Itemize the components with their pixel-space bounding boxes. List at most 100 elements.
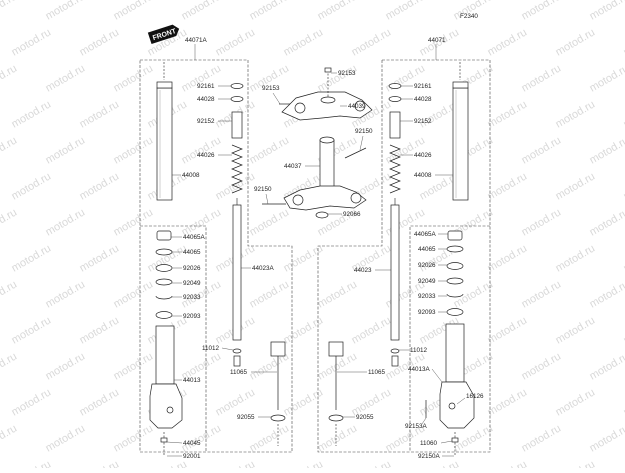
watermark-text: motod.ru — [44, 422, 88, 454]
watermark-text: motod.ru — [248, 134, 292, 166]
label-92026-right: 92026 — [418, 262, 436, 269]
watermark-text: motod.ru — [282, 458, 326, 468]
watermark-text: motod.ru — [452, 278, 496, 310]
label-44065-left: 44065 — [183, 249, 201, 256]
watermark-text: motod.ru — [44, 62, 88, 94]
label-92150-left: 92150 — [254, 186, 272, 193]
watermark-text: motod.ru — [520, 278, 564, 310]
watermark-text: motod.ru — [44, 206, 88, 238]
watermark-text: motod.ru — [180, 422, 224, 454]
label-92049-right: 92049 — [418, 278, 436, 285]
watermark-text: motod.ru — [0, 206, 19, 238]
label-44028-right: 44028 — [414, 96, 432, 103]
watermark-text: motod.ru — [622, 170, 625, 202]
watermark-text: motod.ru — [78, 386, 122, 418]
label-44037: 44037 — [284, 163, 302, 170]
watermark-text: motod.ru — [588, 350, 625, 382]
watermark-text: motod.ru — [10, 26, 54, 58]
watermark-text: motod.ru — [214, 26, 258, 58]
watermark-text: motod.ru — [622, 386, 625, 418]
watermark-text: motod.ru — [588, 62, 625, 94]
label-11012-right: 11012 — [410, 347, 428, 354]
watermark-text: motod.ru — [0, 0, 19, 23]
label-92153-top: 92153 — [338, 70, 356, 77]
right-header-label: 44071 — [428, 37, 446, 44]
watermark-text: motod.ru — [350, 314, 394, 346]
watermark-text: motod.ru — [316, 62, 360, 94]
label-11012-left: 11012 — [202, 345, 220, 352]
watermark-text: motod.ru — [554, 458, 598, 468]
label-44013-left: 44013 — [183, 377, 201, 384]
watermark-text: motod.ru — [282, 26, 326, 58]
label-44008-left: 44008 — [182, 172, 200, 179]
watermark-text: motod.ru — [520, 0, 564, 23]
label-92001-left: 92001 — [183, 453, 201, 460]
watermark-text: motod.ru — [384, 134, 428, 166]
label-92150-right: 92150 — [355, 128, 373, 135]
left-header-label: 44071A — [185, 37, 208, 44]
watermark-text: motod.ru — [622, 98, 625, 130]
label-44026-left: 44026 — [197, 152, 215, 159]
watermark-text: motod.ru — [486, 98, 530, 130]
watermark-text: motod.ru — [486, 242, 530, 274]
watermark-text: motod.ru — [248, 0, 292, 23]
watermark-text: motod.ru — [282, 314, 326, 346]
watermark-text: motod.ru — [78, 98, 122, 130]
watermark-text: motod.ru — [10, 458, 54, 468]
label-92033-right: 92033 — [418, 293, 436, 300]
watermark-text: motod.ru — [384, 0, 428, 23]
label-92161-left: 92161 — [197, 83, 215, 90]
watermark-text: motod.ru — [112, 62, 156, 94]
watermark-text: motod.ru — [78, 458, 122, 468]
watermark-text: motod.ru — [486, 386, 530, 418]
watermark-text: motod.ru — [520, 134, 564, 166]
label-92055-left: 92055 — [237, 414, 255, 421]
watermark-text: motod.ru — [554, 98, 598, 130]
watermark-text: motod.ru — [282, 242, 326, 274]
label-92153A-right: 92153A — [405, 423, 428, 430]
watermark-text: motod.ru — [44, 134, 88, 166]
label-44045-left: 44045 — [183, 440, 201, 447]
label-92026-left: 92026 — [183, 265, 201, 272]
watermark-text: motod.ru — [486, 458, 530, 468]
watermark-text: motod.ru — [486, 26, 530, 58]
label-44028-left: 44028 — [197, 96, 215, 103]
label-92161-right: 92161 — [414, 83, 432, 90]
watermark-text: motod.ru — [554, 386, 598, 418]
watermark-text: motod.ru — [112, 134, 156, 166]
left-seal-stack — [156, 231, 172, 319]
watermark-text: motod.ru — [78, 170, 122, 202]
watermark-text: motod.ru — [78, 26, 122, 58]
label-92093-left: 92093 — [183, 313, 201, 320]
left-inner-tube — [157, 62, 172, 200]
watermark-text: motod.ru — [0, 62, 19, 94]
label-44008-right: 44008 — [414, 172, 432, 179]
watermark-text: motod.ru — [588, 0, 625, 23]
watermark-text: motod.ru — [0, 278, 19, 310]
watermark-text: motod.ru — [554, 26, 598, 58]
label-92033-left: 92033 — [183, 294, 201, 301]
watermark-text: motod.ru — [0, 350, 19, 382]
watermark-text: motod.ru — [78, 314, 122, 346]
left-outer-tube — [150, 326, 182, 455]
watermark-text: motod.ru — [520, 62, 564, 94]
watermark-text: motod.ru — [0, 422, 19, 454]
diagram-code: F2340 — [460, 13, 478, 20]
watermark-text: motod.ru — [112, 278, 156, 310]
watermark-text: motod.ru — [316, 278, 360, 310]
label-92153-side: 92153 — [262, 85, 280, 92]
watermark-text: motod.ru — [316, 0, 360, 23]
watermark-text: motod.ru — [520, 206, 564, 238]
watermark-text: motod.ru — [10, 170, 54, 202]
watermark-text: motod.ru — [112, 422, 156, 454]
watermark-text: motod.ru — [248, 422, 292, 454]
watermark-text: motod.ru — [282, 386, 326, 418]
watermark-text: motod.ru — [112, 350, 156, 382]
label-11065-right: 11065 — [368, 369, 386, 376]
label-44039: 44039 — [348, 103, 366, 110]
watermark-text: motod.ru — [316, 422, 360, 454]
label-44013A-right: 44013A — [408, 366, 431, 373]
watermark-text: motod.ru — [78, 242, 122, 274]
label-11065-left: 11065 — [230, 369, 248, 376]
label-92093-right: 92093 — [418, 309, 436, 316]
